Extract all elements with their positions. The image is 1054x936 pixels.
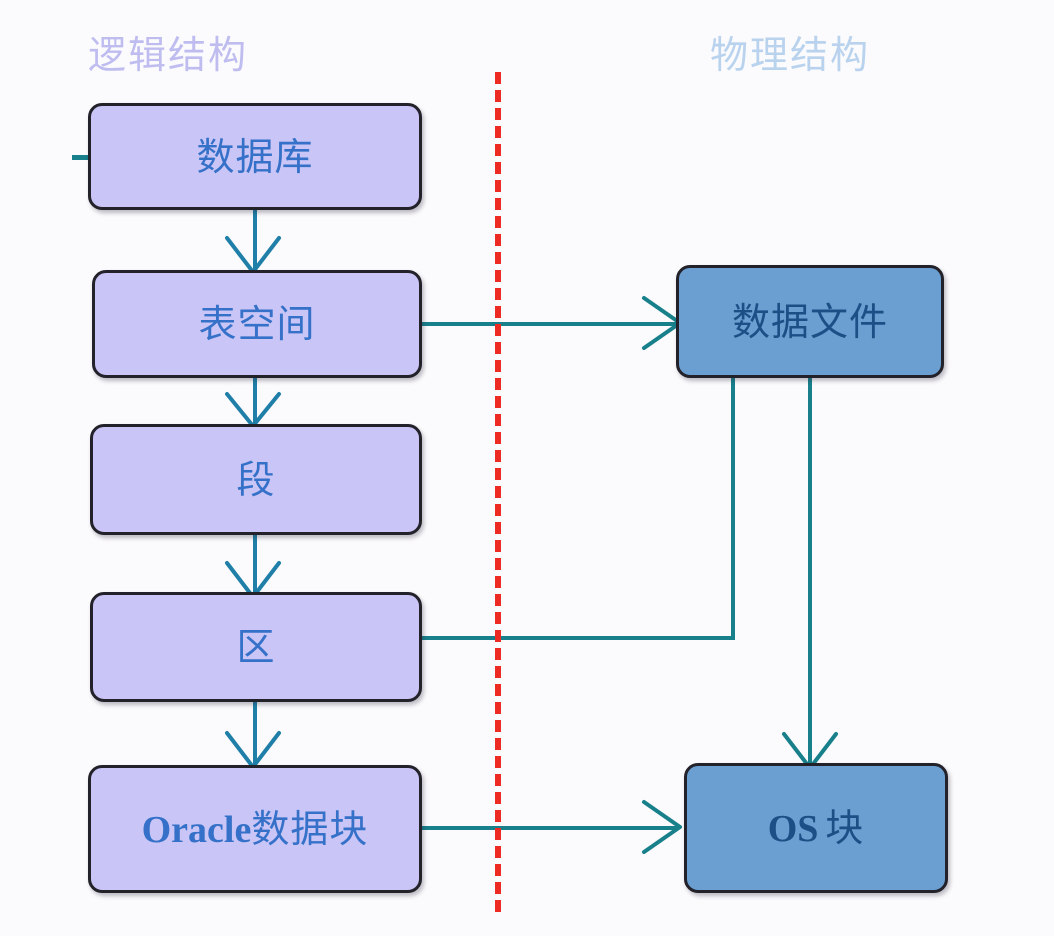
logical-physical-divider [495, 72, 501, 912]
node-os-block-cjk: 块 [825, 805, 865, 850]
crowfoot-segment-extent [223, 557, 283, 599]
node-os-block-latin: OS [767, 807, 819, 850]
node-extent[interactable]: 区 [90, 592, 422, 702]
node-datafile[interactable]: 数据文件 [676, 265, 944, 378]
crowfoot-extent-oracleblock [223, 727, 283, 769]
node-segment[interactable]: 段 [90, 424, 422, 535]
node-extent-label: 区 [236, 625, 276, 669]
connector-extent-datafile-vertical [731, 378, 735, 638]
node-oracle-data-block-label: Oracle数据块 [142, 810, 369, 849]
node-segment-label: 段 [236, 457, 276, 502]
node-oracle-data-block[interactable]: Oracle数据块 [88, 765, 422, 893]
crowfoot-database-tablespace [223, 232, 283, 274]
crowfoot-tablespace-datafile [638, 296, 682, 350]
connector-database-tablespace [253, 208, 257, 270]
node-database[interactable]: 数据库 [88, 103, 422, 210]
connector-extent-oracleblock [253, 701, 257, 766]
node-oracle-data-block-latin: Oracle [141, 808, 252, 851]
connector-tablespace-datafile [420, 322, 678, 326]
node-oracle-data-block-cjk: 数据块 [251, 806, 369, 851]
crowfoot-tablespace-segment [223, 390, 283, 428]
connector-segment-extent [253, 533, 257, 595]
node-database-label: 数据库 [196, 134, 314, 179]
connector-extent-datafile-horizontal [420, 636, 735, 640]
logical-structure-title: 逻辑结构 [88, 33, 249, 77]
database-left-stub [72, 155, 90, 160]
crowfoot-oracleblock-osblock [638, 800, 682, 854]
connector-tablespace-segment [253, 376, 257, 426]
physical-structure-title: 物理结构 [710, 33, 871, 77]
connector-oracleblock-osblock [420, 826, 678, 830]
node-tablespace[interactable]: 表空间 [92, 270, 422, 378]
node-tablespace-label: 表空间 [198, 302, 316, 346]
crowfoot-datafile-osblock [780, 730, 840, 770]
connector-datafile-osblock [808, 378, 812, 768]
node-datafile-label: 数据文件 [731, 299, 888, 344]
